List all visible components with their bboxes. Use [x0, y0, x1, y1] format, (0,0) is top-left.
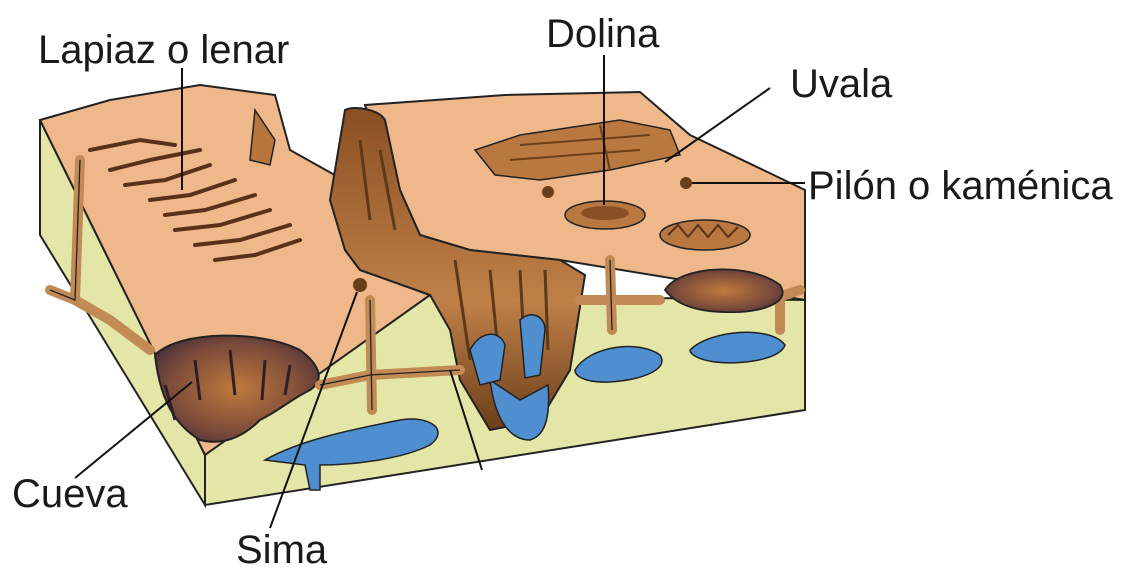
dolina-depression-2	[660, 220, 750, 250]
sima-opening	[353, 278, 367, 292]
label-uvala: Uvala	[790, 64, 892, 104]
pilon-sink	[680, 177, 692, 189]
label-dolina: Dolina	[546, 14, 659, 54]
pilon-sink-2	[542, 186, 554, 198]
label-sima: Sima	[236, 530, 327, 570]
label-cueva: Cueva	[12, 474, 128, 514]
label-pilon: Pilón o kaménica	[808, 166, 1113, 206]
label-lapiaz: Lapiaz o lenar	[38, 30, 289, 70]
